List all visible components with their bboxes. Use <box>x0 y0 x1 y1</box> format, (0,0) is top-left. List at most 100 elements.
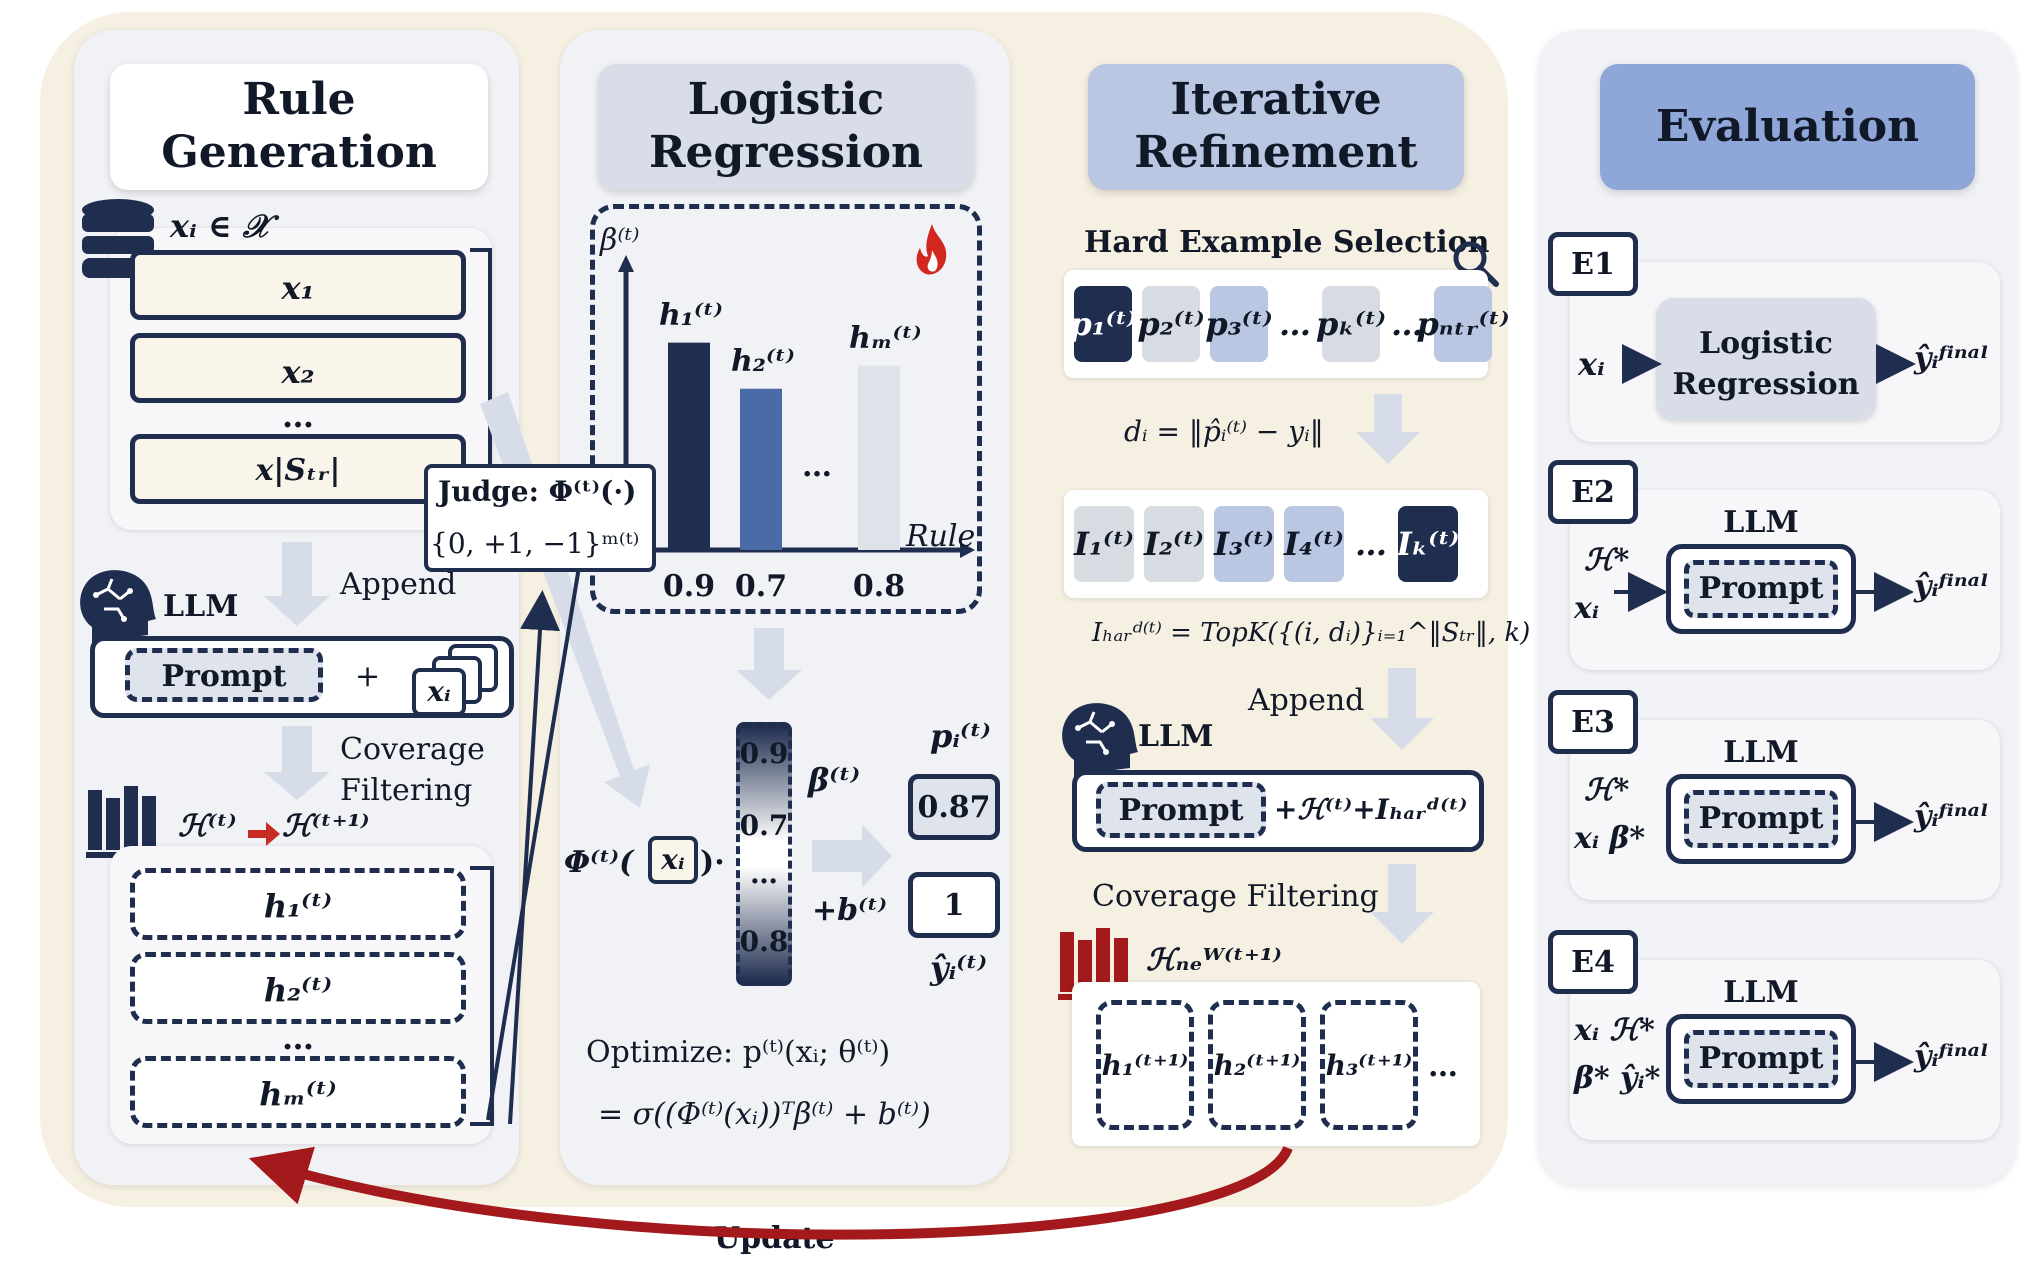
coverage-filtering-label: Coverage Filtering <box>340 732 485 808</box>
new-rule-h1-label: h₁⁽ᵗ⁺¹⁾ <box>1101 1049 1189 1082</box>
e1-output: ŷᵢᶠⁱⁿᵃˡ <box>1914 341 1989 376</box>
new-rule-h2-label: h₂⁽ᵗ⁺¹⁾ <box>1213 1049 1301 1082</box>
dataset-label: xᵢ ∈ 𝒳 <box>170 207 271 245</box>
beta-vector <box>736 722 792 986</box>
hard-example-selection-title: Hard Example Selection <box>1084 225 1490 260</box>
chart-y-axis-arrowhead <box>618 255 634 272</box>
e4-model-label: LLM <box>1723 975 1799 1010</box>
beta-label: β⁽ᵗ⁾ <box>808 761 861 799</box>
prob-chip-2: p₂⁽ᵗ⁾ <box>1137 286 1205 362</box>
prob-chip-3: p₃⁽ᵗ⁾ <box>1205 286 1273 362</box>
update-arc-arrow <box>248 1145 1293 1240</box>
refine-down-arrow-2 <box>1370 668 1434 750</box>
lr-down-arrow <box>736 628 802 700</box>
hypothesis-ellipsis: … <box>282 1019 314 1057</box>
refine-prompt-label: Prompt <box>1118 793 1244 828</box>
e3-input-1: ℋ* <box>1584 773 1630 808</box>
hypothesis-update-arrow <box>248 822 280 846</box>
logistic-regression-panel <box>560 30 1010 1185</box>
phi-xi-label: xᵢ <box>661 843 685 876</box>
e2-prompt-box <box>1684 560 1838 618</box>
hypothesis-hm-label: hₘ⁽ᵗ⁾ <box>259 1075 337 1113</box>
e2-input-1: ℋ* <box>1584 543 1630 578</box>
index-chip-6: Iₖ⁽ᵗ⁾ <box>1397 506 1459 582</box>
chart-ellipsis: … <box>802 449 832 484</box>
probability-strip <box>1064 270 1488 378</box>
hypothesis-bracket <box>470 866 494 1126</box>
new-rule-h2 <box>1208 1000 1306 1130</box>
hypothesis-current: ℋ⁽ᵗ⁾ <box>178 809 237 844</box>
index-chip-4: I₄⁽ᵗ⁾ <box>1284 506 1344 582</box>
bar-3-value-label: 0.8 <box>852 569 906 604</box>
e3-input-2: xᵢ β* <box>1574 821 1646 856</box>
refine-prompt-box <box>1096 782 1266 838</box>
prob-label: pᵢ⁽ᵗ⁾ <box>930 717 991 755</box>
chart-x-axis-arrowhead <box>960 542 975 558</box>
prediction-label: ŷᵢ⁽ᵗ⁾ <box>930 949 988 987</box>
xi-stack-front <box>412 668 466 716</box>
beta-vector-v1: 0.9 <box>739 737 789 770</box>
beta-vector-vm: 0.8 <box>739 925 789 958</box>
bar-1-rule-label: h₁⁽ᵗ⁾ <box>659 297 723 333</box>
new-rule-h3 <box>1320 1000 1418 1130</box>
sample-x1-label: x₁ <box>281 269 315 307</box>
chart-x-axis-label: Rule <box>906 519 976 554</box>
refine-llm-label: LLM <box>1138 719 1214 754</box>
beta-vector-ellipsis: … <box>750 857 778 890</box>
e3-prompt-box <box>1684 790 1838 848</box>
e3-badge: E3 <box>1548 690 1638 754</box>
hypothesis-h2-label: h₂⁽ᵗ⁾ <box>263 971 333 1009</box>
chart-y-axis-label: β⁽ᵗ⁾ <box>600 223 640 258</box>
prob-chip-5: pₖ⁽ᵗ⁾ <box>1316 286 1386 362</box>
beta-vector-v2: 0.7 <box>739 809 789 842</box>
e3-prompt-label: Prompt <box>1698 801 1824 836</box>
append-label: Append <box>340 567 457 602</box>
evaluation-header: Evaluation <box>1600 64 1975 190</box>
new-hypothesis-label: ℋₙₑᵂ⁽ᵗ⁺¹⁾ <box>1146 943 1282 978</box>
append-arrow <box>264 542 330 626</box>
e3-model-label: LLM <box>1723 735 1799 770</box>
e1-model-label: Logistic Regression <box>1672 326 1860 402</box>
fire-icon <box>916 224 947 275</box>
prediction-value-box: 1 <box>908 872 1000 938</box>
hypothesis-next: ℋ⁽ᵗ⁺¹⁾ <box>282 809 370 844</box>
topk-formula: Iₕₐᵣᵈ⁽ᵗ⁾ = TopK({(i, dᵢ)}ᵢ₌₁^‖Sₜᵣ‖, k) <box>1092 618 1531 648</box>
sample-x2-label: x₂ <box>281 353 315 391</box>
new-rule-h3-label: h₃⁽ᵗ⁺¹⁾ <box>1325 1049 1413 1082</box>
red-books-icon <box>1058 928 1132 1000</box>
index-chip-3: I₃⁽ᵗ⁾ <box>1214 506 1274 582</box>
sample-x1 <box>130 250 466 320</box>
e4-input-1: xᵢ ℋ* <box>1574 1013 1655 1048</box>
judge-connector <box>508 590 561 1125</box>
judge-box <box>424 464 656 572</box>
new-rule-h1 <box>1096 1000 1194 1130</box>
llm-label: LLM <box>163 589 239 624</box>
refine-prompt-suffix: +ℋ⁽ᵗ⁾+Iₕₐᵣᵈ⁽ᵗ⁾ <box>1274 793 1468 826</box>
coefficient-chart-frame <box>590 204 982 614</box>
distance-formula: dᵢ = ‖p̂ᵢ⁽ᵗ⁾ − yᵢ‖ <box>1124 415 1324 448</box>
e2-prompt-label: Prompt <box>1698 571 1824 606</box>
hypothesis-h1-label: h₁⁽ᵗ⁾ <box>263 887 333 925</box>
sample-xs-label: x|Sₜᵣ| <box>255 453 341 488</box>
bar-1-value-label: 0.9 <box>662 569 716 604</box>
refine-down-arrow-1 <box>1356 394 1420 464</box>
optimize-line-1: Optimize: p⁽ᵗ⁾(xᵢ; θ⁽ᵗ⁾) <box>586 1035 891 1070</box>
plus-sign: + <box>355 659 381 694</box>
bar-3 <box>858 365 900 550</box>
bias-label: +b⁽ᵗ⁾ <box>812 893 888 928</box>
xi-stack-label: xᵢ <box>427 675 451 708</box>
phi-xi-box <box>648 836 698 884</box>
refine-coverage-filtering-label: Coverage Filtering <box>1092 879 1379 914</box>
new-rule-ellipsis: … <box>1428 1049 1458 1084</box>
hypothesis-h2 <box>130 952 466 1024</box>
bar-2-value-label: 0.7 <box>734 569 788 604</box>
dataset-to-lr-arrow <box>480 392 650 808</box>
e4-prompt-box <box>1684 1030 1838 1088</box>
e1-badge: E1 <box>1548 232 1638 296</box>
lr-right-arrow <box>812 824 892 888</box>
index-chip-5: … <box>1355 525 1387 563</box>
e3-output: ŷᵢᶠⁱⁿᵃˡ <box>1914 799 1989 834</box>
generate-arrow <box>264 726 330 800</box>
bar-1 <box>668 342 710 550</box>
